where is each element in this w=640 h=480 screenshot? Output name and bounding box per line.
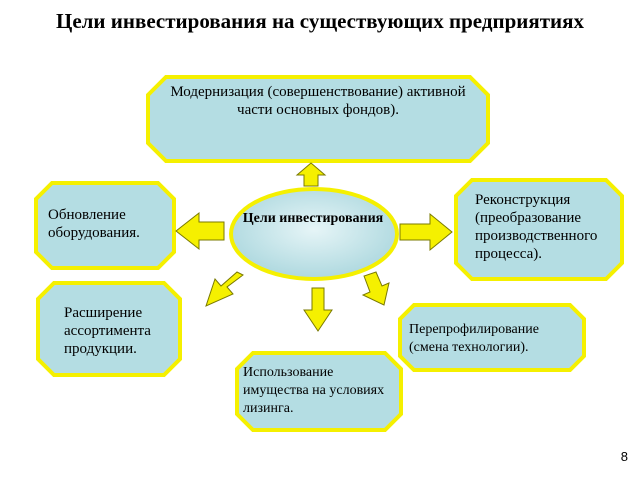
- arrow-down-left: [205, 271, 244, 307]
- node-text-assortment: Расширение ассортимента продукции.: [64, 305, 151, 357]
- node-box-modernization: [146, 75, 490, 163]
- page-number: 8: [620, 449, 628, 464]
- node-box-reprofiling: [398, 303, 586, 372]
- center-label: Цели инвестирования: [242, 211, 384, 226]
- node-box-reconstruction: [454, 178, 624, 281]
- node-text-leasing: Использование имущества на условиях лизи…: [243, 365, 385, 416]
- node-text-reprofiling: Перепрофилирование (смена технологии).: [409, 322, 539, 355]
- node-box-assortment: [36, 281, 182, 377]
- node-box-leasing: [235, 351, 403, 432]
- arrow-down: [303, 287, 333, 332]
- arrow-up: [295, 162, 327, 187]
- arrow-left: [175, 211, 225, 251]
- arrow-right: [399, 212, 453, 252]
- node-text-equipment-update: Обновление оборудования.: [48, 207, 140, 241]
- node-box-equipment-update: [34, 181, 176, 270]
- arrow-down-right: [361, 271, 390, 306]
- node-text-modernization: Модернизация (совершенствование) активно…: [170, 84, 466, 118]
- node-text-reconstruction: Реконструкция (преобразование производст…: [475, 192, 598, 262]
- center-ellipse: [229, 187, 399, 281]
- slide-title: Цели инвестирования на существующих пред…: [56, 9, 584, 33]
